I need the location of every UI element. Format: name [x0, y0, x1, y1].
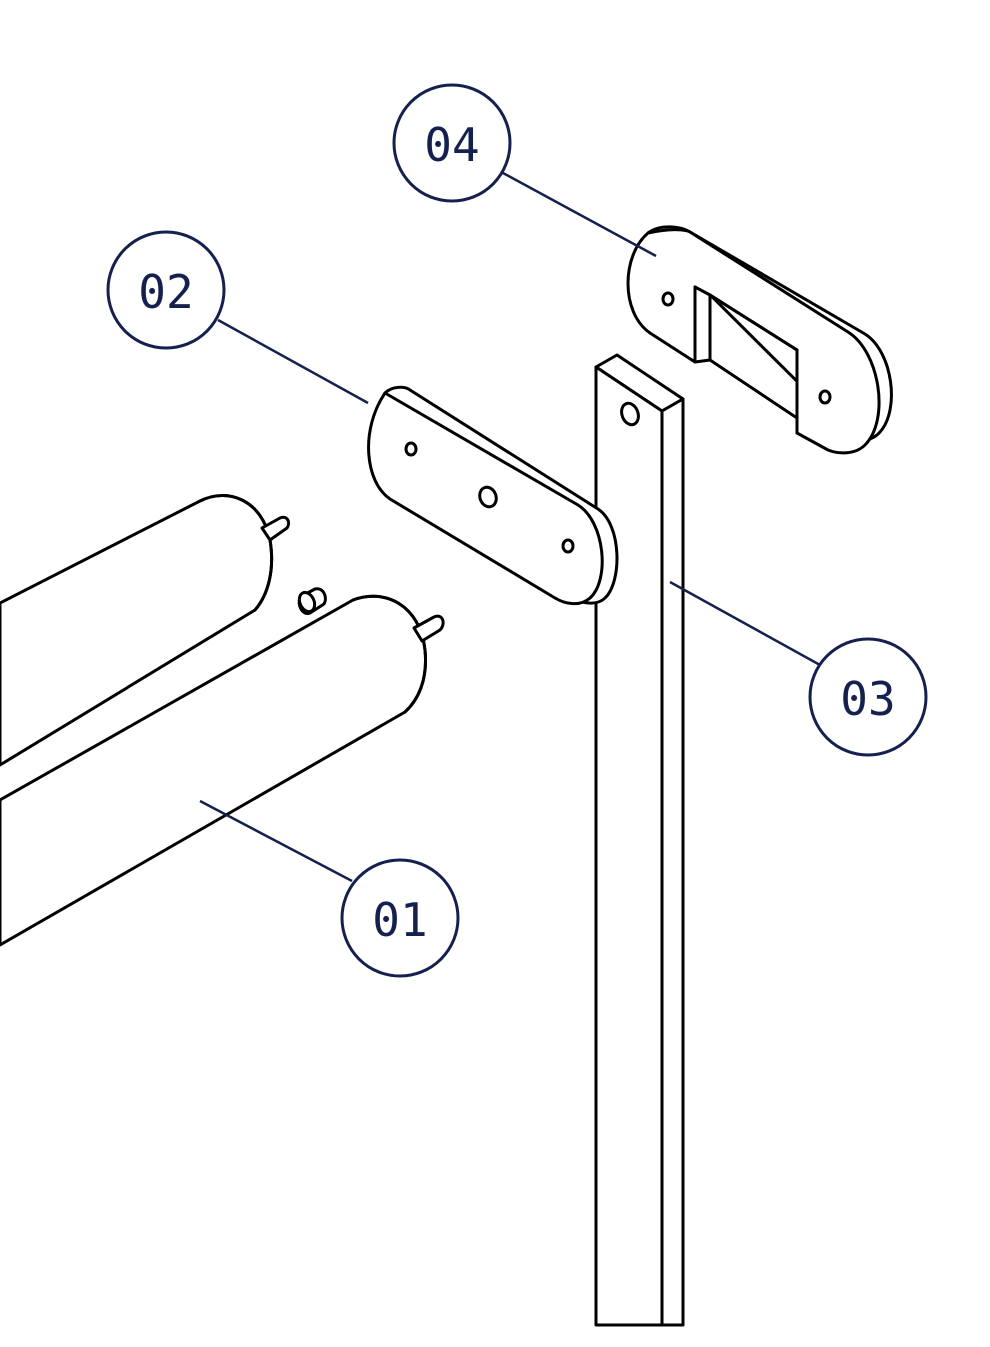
back-roller	[0, 494, 291, 767]
callout-bubble-01	[340, 858, 460, 978]
callout-01: 01	[340, 858, 460, 978]
callout-label-03: 03	[840, 672, 895, 726]
leader-04	[502, 171, 657, 258]
callout-04: 04	[392, 83, 512, 203]
callout-label-04: 04	[424, 118, 479, 172]
small-pin	[297, 587, 327, 616]
callout-bubble-02	[106, 230, 226, 350]
leader-02	[217, 318, 369, 405]
leader-03	[669, 580, 821, 667]
callout-label-01: 01	[372, 893, 427, 947]
callout-03: 03	[808, 637, 928, 757]
part-03-vertical-bar	[594, 353, 685, 1327]
leader-01	[199, 799, 353, 883]
callout-02: 02	[106, 230, 226, 350]
bar-hole	[620, 401, 640, 427]
callout-bubble-03	[808, 637, 928, 757]
plate-hole-right	[561, 538, 575, 554]
part-04-cap	[626, 225, 893, 455]
part-02-plate	[367, 385, 619, 606]
cap-hole-left	[661, 291, 675, 307]
part-01-rollers	[0, 494, 445, 947]
callout-leaders	[199, 171, 821, 883]
cap-hole-right	[818, 389, 832, 405]
plate-hole-center	[478, 485, 498, 509]
front-roller	[0, 594, 445, 947]
plate-hole-left	[404, 441, 418, 457]
callout-label-02: 02	[138, 265, 193, 319]
callout-bubble-04	[392, 83, 512, 203]
